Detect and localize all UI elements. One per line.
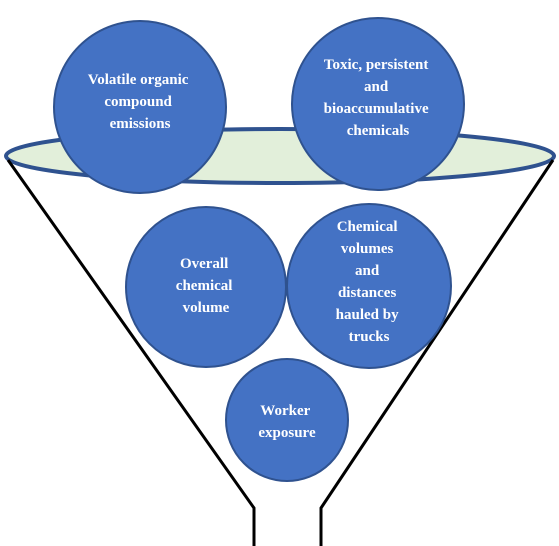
circle-trucks-line-3: and (355, 263, 380, 279)
circle-trucks-line-1: Chemical (337, 219, 398, 235)
circle-volume-label: Overall chemical volume (176, 256, 236, 316)
circle-pbt: Toxic, persistent and bioaccumulative ch… (291, 17, 465, 191)
circle-voc-line-2: compound (104, 94, 172, 110)
funnel-left-wall (6, 159, 256, 546)
circle-pbt-line-4: chemicals (347, 123, 410, 139)
circle-voc-line-1: Volatile organic (88, 72, 189, 88)
circle-worker: Worker exposure (225, 358, 349, 482)
circle-pbt-label: Toxic, persistent and bioaccumulative ch… (324, 57, 433, 139)
funnel-right-wall (319, 159, 555, 546)
circle-volume-shape (125, 206, 287, 368)
circle-voc-shape (53, 20, 227, 194)
circle-worker-label: Worker exposure (258, 403, 316, 441)
circle-worker-shape (225, 358, 349, 482)
circle-pbt-line-3: bioaccumulative (324, 101, 429, 117)
circle-trucks-shape (286, 203, 452, 369)
circle-trucks-line-6: trucks (349, 329, 390, 345)
circle-worker-line-1: Worker (260, 403, 310, 419)
circle-voc-label: Volatile organic compound emissions (88, 72, 192, 132)
circle-trucks-line-2: volumes (341, 241, 394, 257)
circle-pbt-shape (291, 17, 465, 191)
circle-volume-line-2: chemical (176, 278, 233, 294)
circle-voc-line-3: emissions (110, 116, 171, 132)
circle-trucks-label: Chemical volumes and distances hauled by… (336, 219, 403, 345)
circle-trucks: Chemical volumes and distances hauled by… (286, 203, 452, 369)
circle-trucks-line-5: hauled by (336, 307, 399, 323)
circle-pbt-line-1: Toxic, persistent (324, 57, 428, 73)
circle-voc: Volatile organic compound emissions (53, 20, 227, 194)
circle-trucks-line-4: distances (338, 285, 397, 301)
circle-worker-line-2: exposure (258, 425, 316, 441)
circle-volume-line-1: Overall (180, 256, 228, 272)
circle-volume-line-3: volume (183, 300, 230, 316)
circle-pbt-line-2: and (364, 79, 389, 95)
circle-volume: Overall chemical volume (125, 206, 287, 368)
